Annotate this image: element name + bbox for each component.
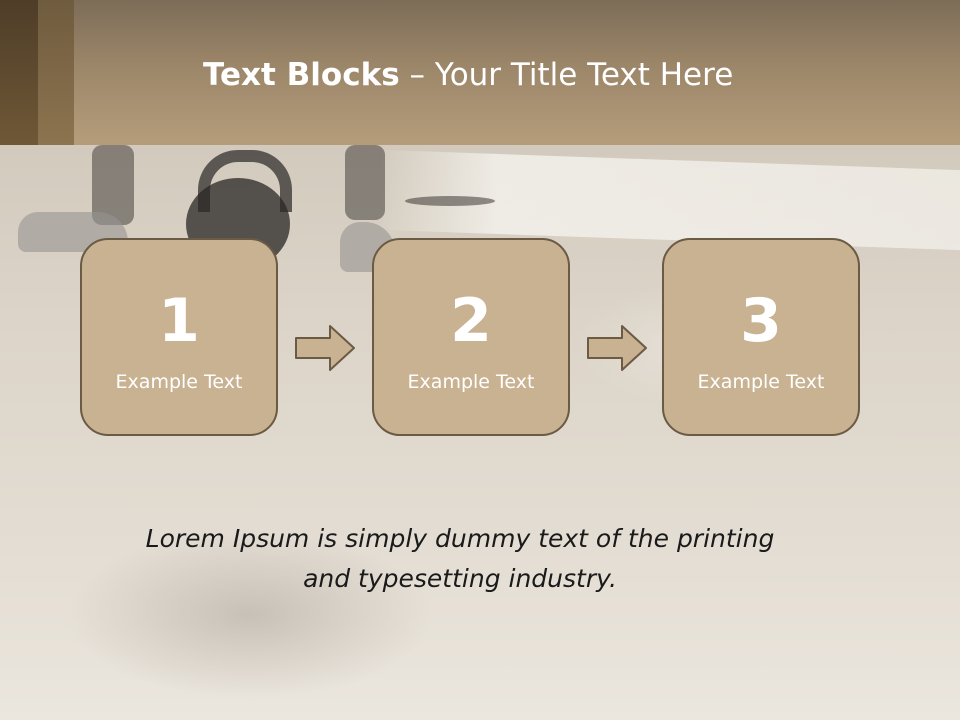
step-number: 1 <box>158 286 200 356</box>
step-box-1: 1 Example Text <box>80 238 278 436</box>
background-puddle <box>405 196 495 206</box>
slide-title-separator: – <box>399 57 435 93</box>
header-bar: Text Blocks – Your Title Text Here <box>0 0 960 145</box>
step-label: Example Text <box>407 371 535 393</box>
slide-title-rest: Your Title Text Here <box>434 57 734 93</box>
background-leg-right <box>345 145 385 220</box>
header-accent-strip-secondary <box>38 0 74 145</box>
right-arrow-icon <box>587 325 647 371</box>
step-box-3: 3 Example Text <box>662 238 860 436</box>
step-box-2: 2 Example Text <box>372 238 570 436</box>
slide-title-bold: Text Blocks <box>203 57 400 93</box>
caption-line-1: Lorem Ipsum is simply dummy text of the … <box>145 524 775 553</box>
caption-line-2: and typesetting industry. <box>303 564 617 593</box>
slide-title: Text Blocks – Your Title Text Here <box>203 55 733 95</box>
step-number: 2 <box>450 286 492 356</box>
step-label: Example Text <box>115 371 243 393</box>
step-number: 3 <box>740 286 782 356</box>
right-arrow-icon <box>295 325 355 371</box>
background-leg-left <box>92 145 134 225</box>
step-label: Example Text <box>697 371 825 393</box>
caption-text: Lorem Ipsum is simply dummy text of the … <box>100 519 820 599</box>
header-accent-strip <box>0 0 38 145</box>
